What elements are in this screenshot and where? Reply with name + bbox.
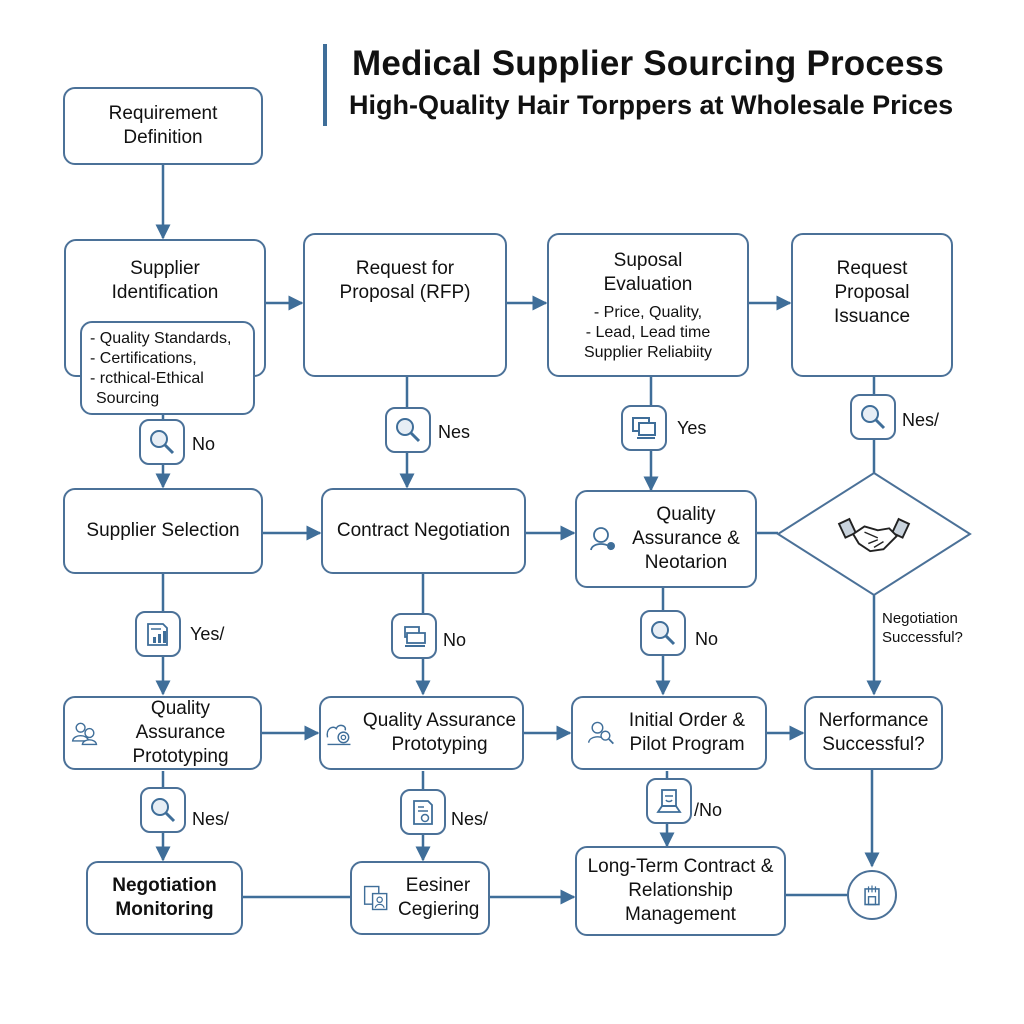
edge-icon-box [135, 611, 181, 657]
building-icon [864, 885, 880, 906]
edge-label: Yes/ [190, 624, 225, 644]
edge-icon-box [850, 394, 896, 440]
edge-icon-box [140, 787, 186, 833]
edge-icon-box [646, 778, 692, 824]
edge-label: Nes/ [902, 410, 940, 430]
magnifier-icon [150, 430, 175, 455]
node-request-proposal-issuance[interactable]: Request Proposal Issuance [791, 233, 953, 377]
node-qa-prototyping-2[interactable]: Quality Assurance Prototyping [319, 696, 524, 770]
node-performance-successful[interactable]: Nerformance Successful? [804, 696, 943, 770]
node-label: Quality Assurance & Neotarion [632, 504, 740, 573]
edge-label: Nes [438, 422, 471, 442]
criteria-item: Sourcing [96, 390, 160, 407]
magnifier-icon [396, 418, 421, 443]
edge-label: Yes [677, 418, 707, 438]
edge-icon-box [400, 789, 446, 835]
edge-icon-box [385, 407, 431, 453]
node-label: Supplier Selection [86, 520, 240, 541]
node-proposal-evaluation[interactable]: Suposal Evaluation - Price, Quality, - L… [547, 233, 749, 377]
document-icon [413, 800, 433, 825]
criteria-item: - Certifications, [90, 350, 197, 367]
node-label: Long-Term Contract & Relationship Manage… [587, 856, 774, 925]
node-qa-negotiation[interactable]: Quality Assurance & Neotarion [575, 490, 757, 588]
page-subtitle: High-Quality Hair Torppers at Wholesale … [349, 90, 954, 120]
node-contract-negotiation[interactable]: Contract Negotiation [321, 488, 526, 574]
edge-icon-box [621, 405, 667, 451]
node-long-term-management[interactable]: Long-Term Contract & Relationship Manage… [575, 846, 786, 936]
node-requirement-definition[interactable]: Requirement Definition [63, 87, 263, 165]
documents-icon [363, 885, 388, 911]
supplier-identification-criteria: - Quality Standards, - Certifications, -… [80, 321, 255, 415]
camera-icon [326, 724, 350, 746]
evaluation-criteria: - Price, Quality, - Lead, Lead time Supp… [584, 303, 712, 363]
node-label: Supplier Identification [111, 258, 219, 303]
chart-doc-icon [147, 623, 168, 646]
edge-label: Nes/ [192, 809, 230, 829]
criteria-item: Supplier Reliabiity [583, 344, 713, 361]
decision-label: Negotiation Successful? [882, 610, 963, 646]
monitor-icon [632, 417, 656, 439]
node-rfp[interactable]: Request for Proposal (RFP) [303, 233, 507, 377]
edge-label: No [192, 434, 216, 454]
node-label: Request Proposal Issuance [833, 258, 911, 327]
edge-label: No [695, 629, 719, 649]
criteria-item: - Price, Quality, [593, 304, 703, 321]
criteria-item: - rcthical-Ethical [90, 370, 204, 387]
screen-icon [404, 626, 426, 647]
node-label: Request for Proposal (RFP) [339, 258, 471, 303]
edge-label: No [443, 630, 467, 650]
magnifier-icon [651, 621, 676, 646]
laptop-icon [656, 789, 682, 813]
title-accent-bar [323, 44, 327, 126]
node-designer-engineering[interactable]: Eesiner Cegiering [350, 861, 490, 935]
node-initial-order[interactable]: Initial Order & Pilot Program [571, 696, 767, 770]
node-label: Contract Negotiation [336, 520, 511, 541]
people-icon [71, 722, 97, 746]
node-label: Suposal Evaluation [603, 250, 693, 295]
node-label: Requirement Definition [108, 103, 218, 148]
edge-icon-box [640, 610, 686, 656]
node-negotiation-monitoring[interactable]: Negotiation Monitoring [86, 861, 243, 935]
node-end[interactable] [847, 870, 897, 920]
node-label: Quality Assurance Prototyping [132, 698, 229, 767]
person-icon [590, 527, 615, 551]
node-qa-prototyping-1[interactable]: Quality Assurance Prototyping [63, 696, 262, 770]
node-label: Nerformance Successful? [818, 710, 929, 755]
node-label: Quality Assurance Prototyping [362, 710, 517, 755]
edge-icon-box [139, 419, 185, 465]
node-label: Negotiation Monitoring [112, 875, 217, 920]
handshake-icon [837, 517, 911, 553]
magnifier-icon [861, 405, 886, 430]
node-label: Initial Order & Pilot Program [628, 710, 746, 755]
edge-icon-box [391, 613, 437, 659]
criteria-item: - Lead, Lead time [585, 324, 711, 341]
edge-label: Nes/ [451, 809, 489, 829]
criteria-item: - Quality Standards, [90, 330, 232, 347]
person-search-icon [587, 721, 614, 745]
edge-label: /No [694, 800, 723, 820]
page-title: Medical Supplier Sourcing Process [352, 44, 945, 83]
node-supplier-selection[interactable]: Supplier Selection [63, 488, 263, 574]
magnifier-icon [151, 798, 176, 823]
node-negotiation-decision[interactable] [834, 510, 914, 560]
node-label: Eesiner Cegiering [398, 875, 480, 920]
